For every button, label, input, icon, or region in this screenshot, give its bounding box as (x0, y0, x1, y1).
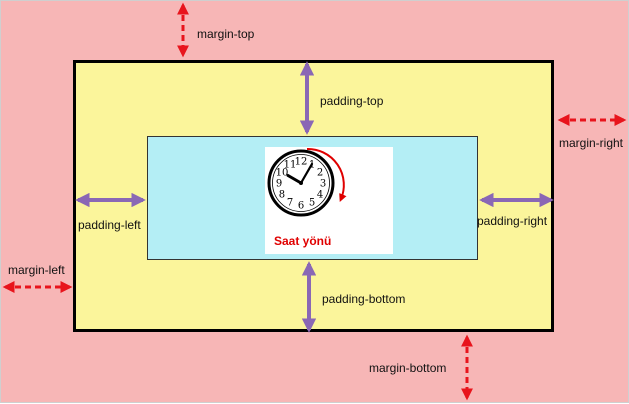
margin-top-label: margin-top (197, 27, 255, 41)
margin-left-label: margin-left (8, 263, 65, 277)
clock-number-4: 4 (317, 190, 323, 201)
padding-right-label: padding-right (477, 214, 548, 228)
clock-number-12: 12 (295, 157, 308, 168)
padding-left-label: padding-left (78, 218, 141, 232)
clock-icon: 121234567891011 (267, 147, 347, 217)
clock-number-9: 9 (276, 179, 282, 190)
clock-number-10: 10 (276, 168, 289, 179)
clock-caption: Saat yönü (274, 234, 332, 248)
margin-right-label: margin-right (559, 136, 624, 150)
margin-bottom-label: margin-bottom (369, 361, 447, 375)
clock-number-5: 5 (309, 198, 315, 209)
clock-number-6: 6 (298, 201, 304, 212)
clockwise-arc-icon (306, 147, 347, 202)
clock-number-11: 11 (284, 159, 297, 170)
clock-number-7: 7 (287, 198, 293, 209)
hour-hand (286, 174, 303, 185)
clock-number-2: 2 (317, 168, 323, 179)
minute-hand (299, 162, 314, 185)
clock-number-8: 8 (279, 190, 285, 201)
padding-top-label: padding-top (320, 94, 384, 108)
padding-bottom-label: padding-bottom (322, 292, 406, 306)
clock-number-3: 3 (320, 179, 326, 190)
